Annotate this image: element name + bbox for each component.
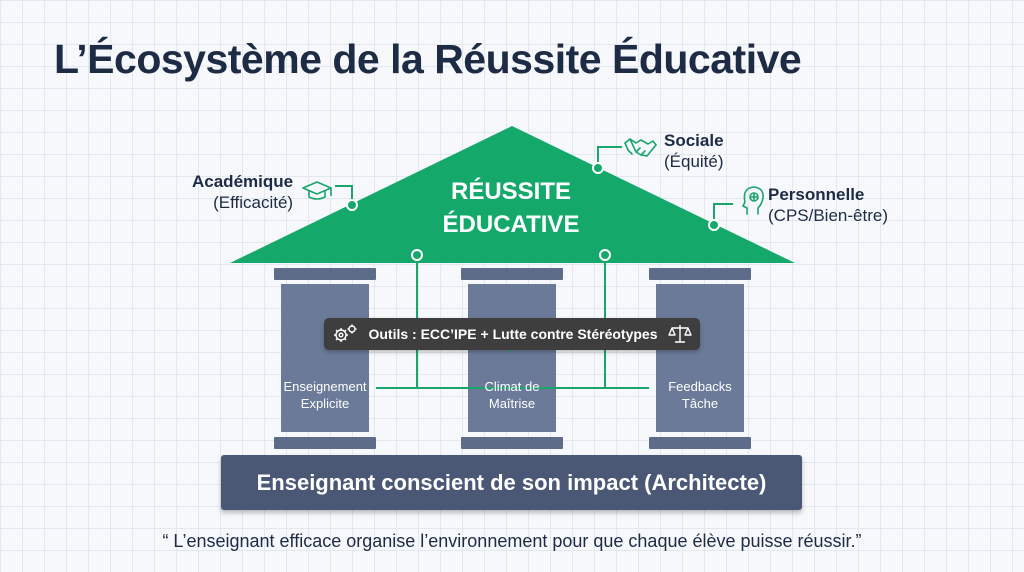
- pillar-label-2: Climat de Maîtrise: [457, 378, 567, 412]
- dimension-academique-title: Académique: [192, 172, 294, 191]
- foundation: Enseignant conscient de son impact (Arch…: [221, 455, 802, 510]
- pillar-label-3-line1: Feedbacks: [668, 379, 732, 394]
- pillar-label-1-line1: Enseignement: [283, 379, 367, 394]
- roof: [230, 126, 795, 263]
- dimension-personnelle-subtitle: (CPS/Bien-être): [768, 206, 888, 225]
- roof-title: RÉUSSITE ÉDUCATIVE: [411, 175, 611, 241]
- scales-icon: [667, 323, 692, 345]
- tools-label: Outils : ECC’IPE + Lutte contre Stéréoty…: [368, 326, 658, 342]
- gears-icon: [332, 323, 358, 345]
- pillar-3: [649, 268, 751, 449]
- roof-node-right: [599, 249, 611, 261]
- graduation-cap-icon: [302, 181, 332, 200]
- node-personnelle: [708, 219, 720, 231]
- pillar-label-1-line2: Explicite: [300, 396, 350, 411]
- tools-bar: Outils : ECC’IPE + Lutte contre Stéréoty…: [324, 318, 700, 350]
- dimension-personnelle: Personnelle (CPS/Bien-être): [768, 184, 888, 227]
- roof-node-left: [411, 249, 423, 261]
- pillar-2: [461, 268, 563, 449]
- roof-title-line1: RÉUSSITE: [450, 178, 572, 205]
- node-sociale: [592, 162, 604, 174]
- dimension-sociale: Sociale (Équité): [664, 130, 724, 173]
- dimension-academique: Académique (Efficacité): [192, 171, 293, 214]
- dimension-sociale-title: Sociale: [664, 131, 724, 150]
- node-academique: [346, 199, 358, 211]
- pillar-label-3-line2: Tâche: [681, 396, 719, 411]
- dimension-sociale-subtitle: (Équité): [664, 152, 724, 171]
- pillar-label-2-line1: Climat de: [484, 379, 540, 394]
- callout-connectors: [335, 146, 733, 224]
- roof-title-line2: ÉDUCATIVE: [442, 211, 580, 238]
- pillar-label-3: Feedbacks Tâche: [645, 378, 755, 412]
- pillar-label-2-line2: Maîtrise: [488, 396, 536, 411]
- dimension-academique-subtitle: (Efficacité): [213, 193, 294, 212]
- quote: “ L’enseignant efficace organise l’envir…: [162, 531, 862, 551]
- pillar-label-1: Enseignement Explicite: [270, 378, 380, 412]
- page-title: L’Écosystème de la Réussite Éducative: [54, 36, 802, 82]
- foundation-label: Enseignant conscient de son impact (Arch…: [256, 469, 767, 495]
- pillar-1: [274, 268, 376, 449]
- dimension-personnelle-title: Personnelle: [768, 185, 865, 204]
- handshake-icon: [624, 138, 657, 157]
- brain-head-icon: [742, 186, 764, 215]
